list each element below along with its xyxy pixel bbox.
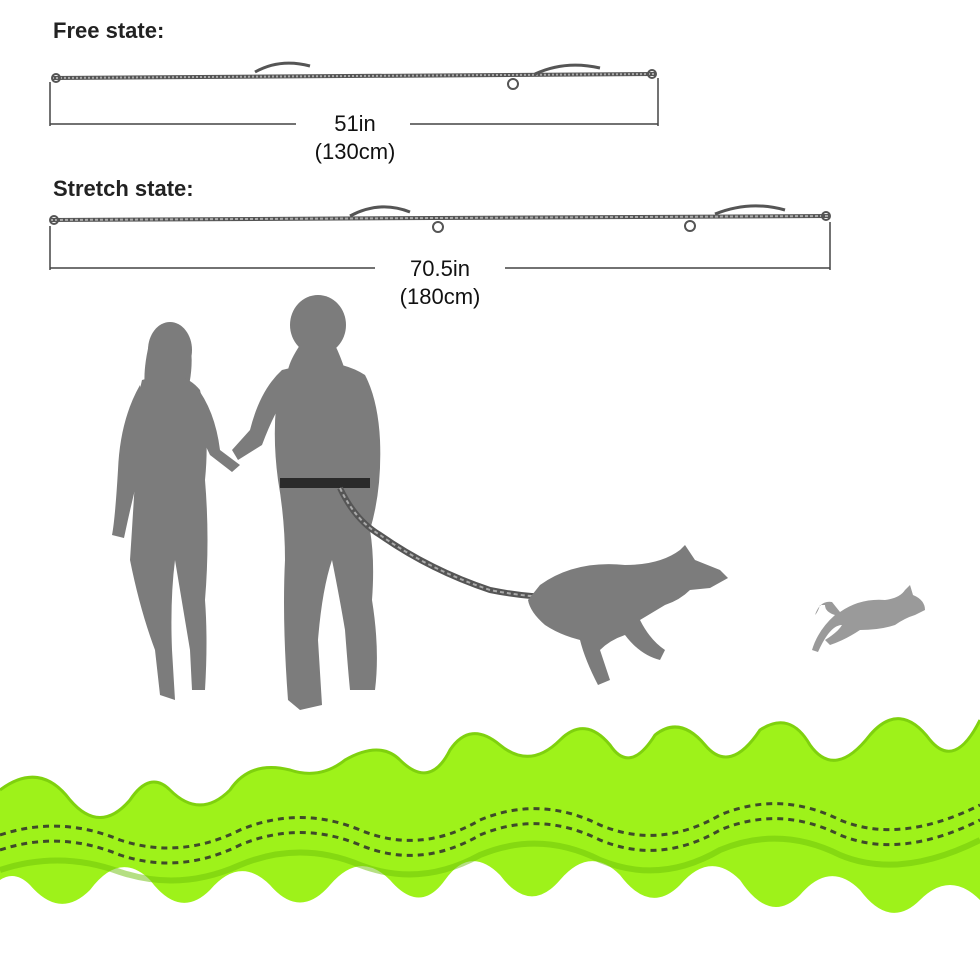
cat-silhouette-icon [812, 585, 925, 652]
free-length-measurement: 51in (130cm) [300, 110, 410, 166]
woman-silhouette-icon [112, 322, 240, 700]
free-state-label: Free state: [53, 18, 165, 43]
stretch-state-label: Stretch state: [53, 176, 194, 201]
stretch-state-dimension-line [49, 222, 831, 270]
man-silhouette-icon [232, 295, 381, 710]
stretch-state-leash [49, 204, 831, 233]
free-state-leash [51, 61, 657, 90]
stretch-length-inches: 70.5in [410, 256, 470, 281]
bungee-leash-closeup-icon [0, 717, 980, 913]
stretch-length-centimeters: (180cm) [399, 284, 481, 309]
dog-silhouette-icon [528, 545, 728, 685]
free-state-dimension-line [49, 78, 659, 126]
stretch-length-measurement: 70.5in (180cm) [380, 255, 500, 311]
free-length-centimeters: (130cm) [314, 139, 396, 164]
free-length-inches: 51in [334, 111, 376, 136]
